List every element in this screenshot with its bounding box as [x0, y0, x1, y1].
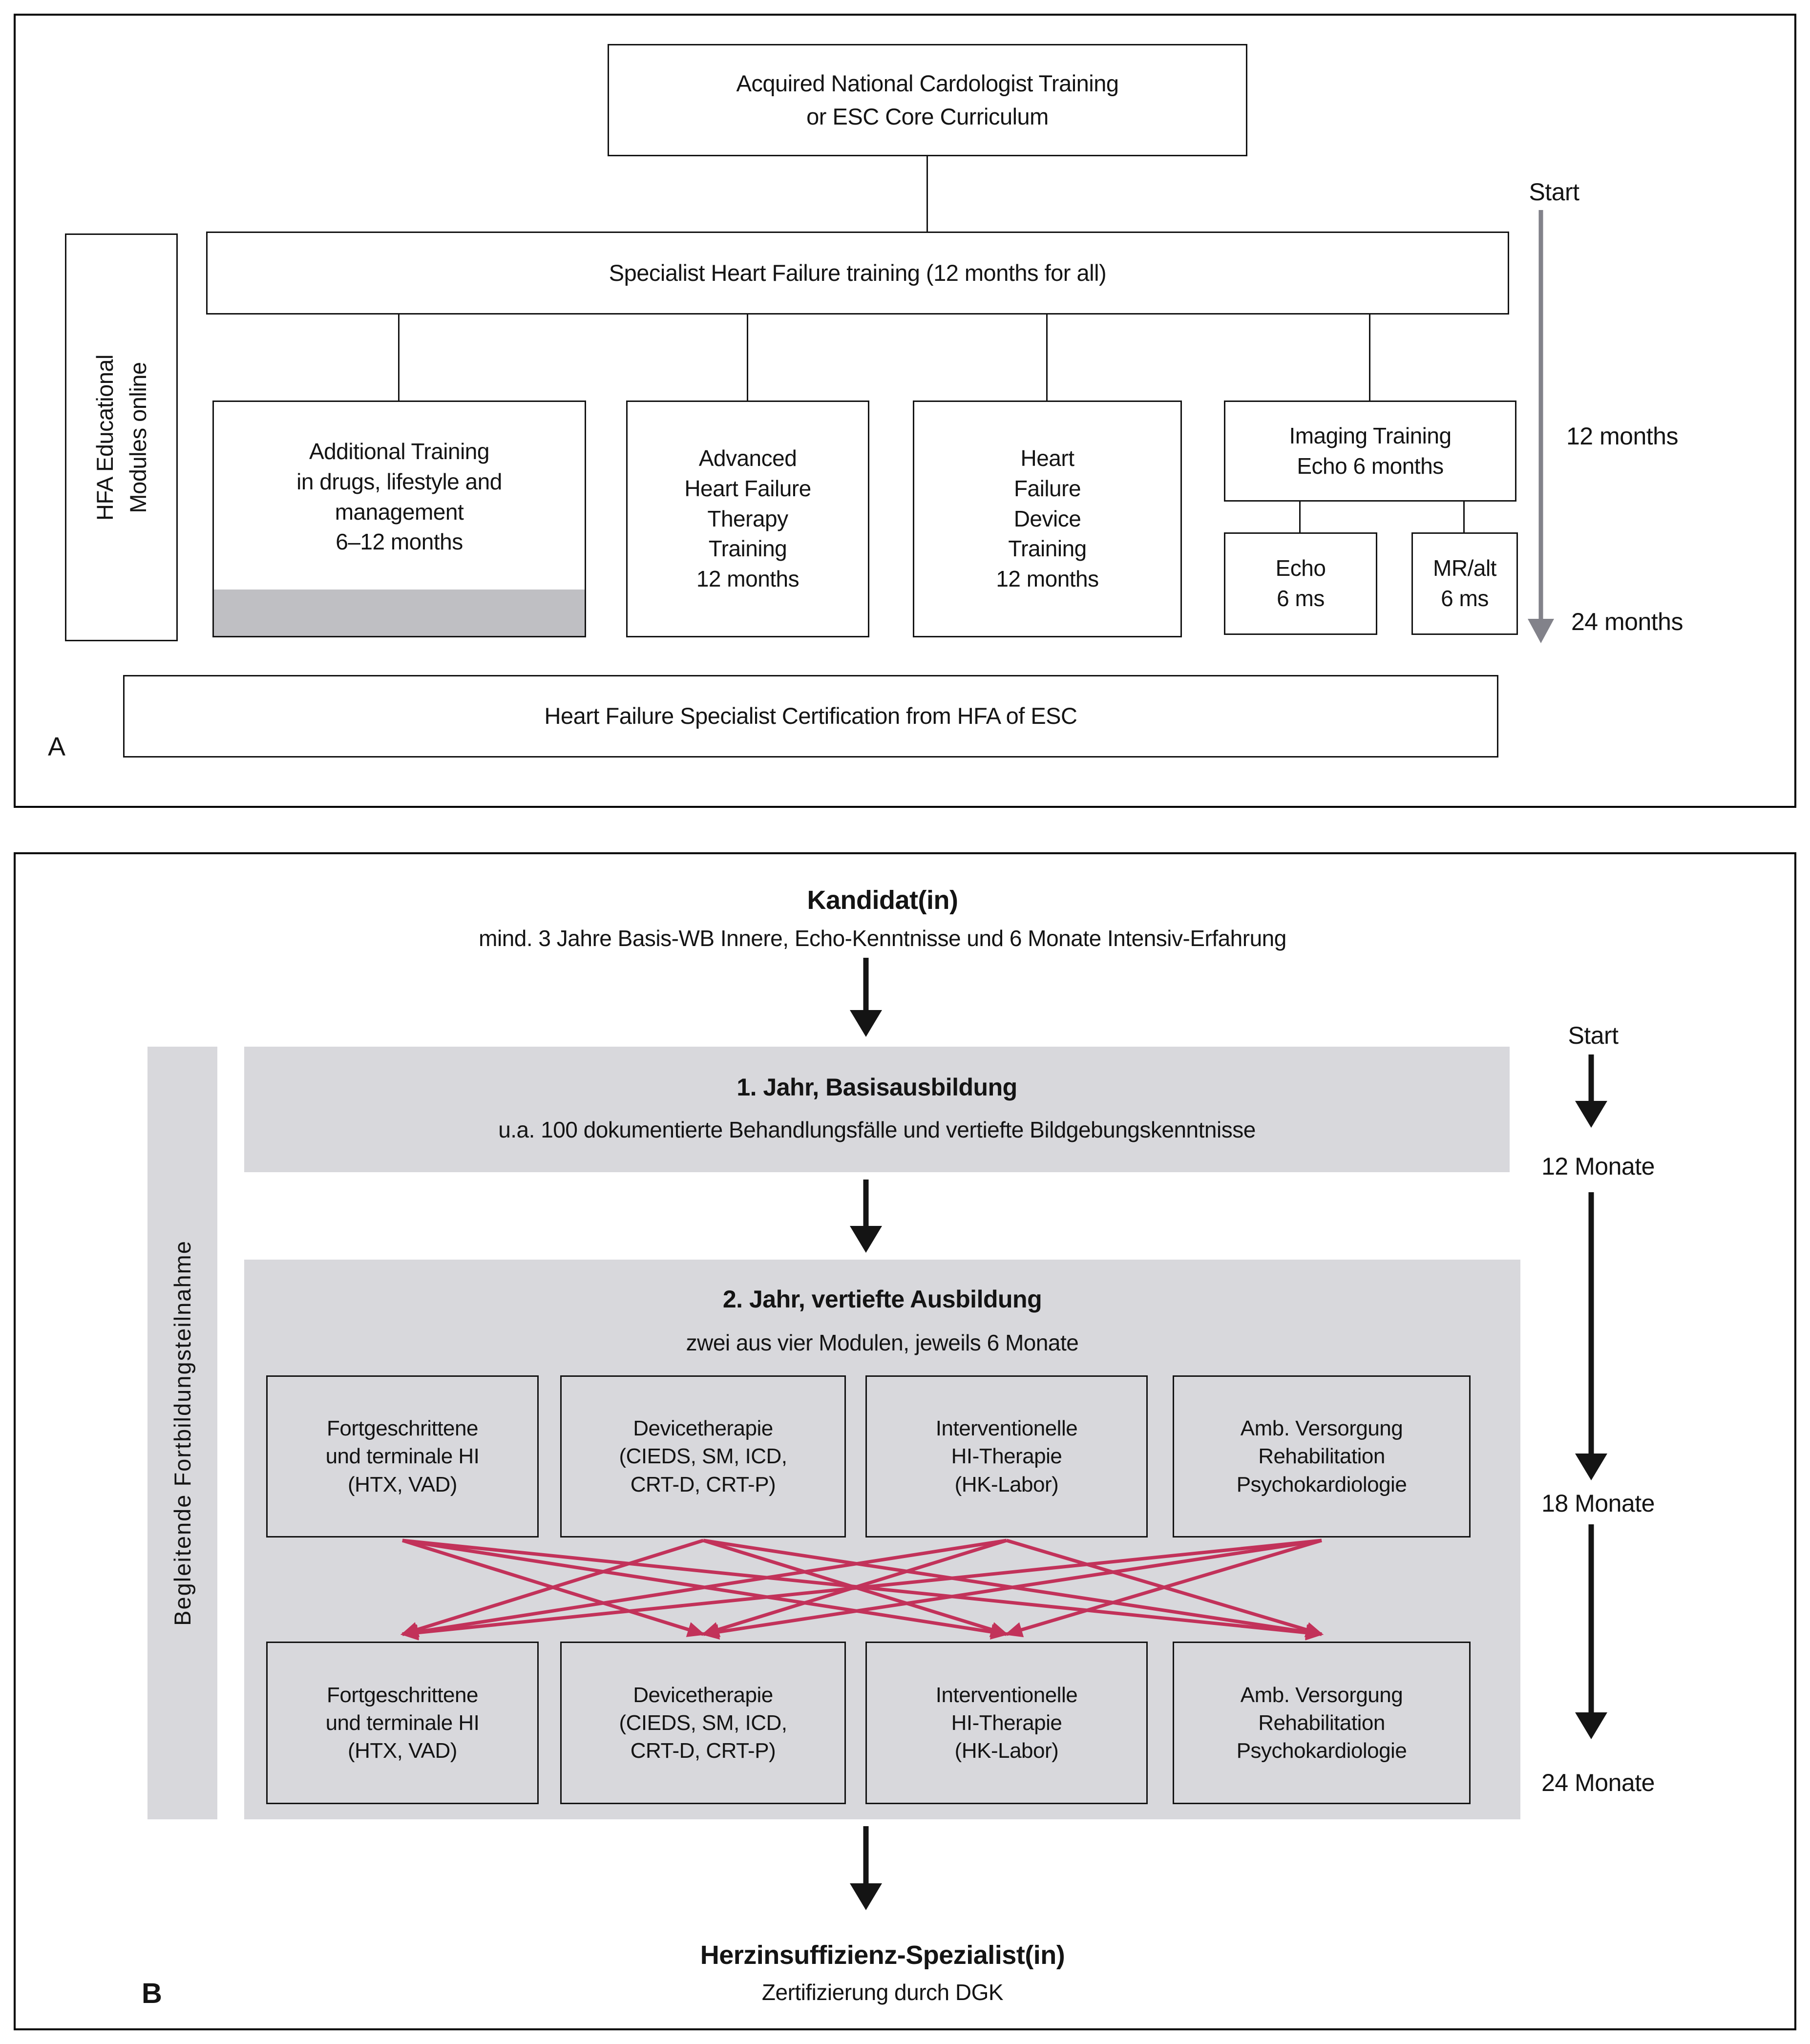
year2-title: 2. Jahr, vertiefte Ausbildung: [722, 1285, 1042, 1313]
year1-subtitle: u.a. 100 dokumentierte Behandlungsfälle …: [498, 1117, 1256, 1142]
24-months-label: 24 months: [1571, 608, 1683, 635]
acquired-training-box: Acquired National Cardologist Training o…: [608, 44, 1247, 156]
arrow-head: [850, 1010, 882, 1037]
arrow-head: [1575, 1101, 1607, 1128]
arrow-shaft: [1538, 210, 1543, 621]
hfa-modules-box: HFA Educational Modules online: [65, 233, 178, 641]
arrow-shaft: [1588, 1524, 1594, 1715]
year2-box: 2. Jahr, vertiefte Ausbildung zwei aus v…: [244, 1260, 1520, 1819]
gray-strip: [214, 590, 585, 636]
result-title: Herzinsuffizienz-Spezialist(in): [700, 1940, 1065, 1970]
start-label-a: Start: [1529, 178, 1579, 206]
arrow-head: [1575, 1712, 1607, 1739]
cross-arrows-svg: [400, 1538, 1324, 1641]
down-arrow-icon: [849, 1826, 883, 1910]
imaging-training-box: Imaging Training Echo 6 months: [1224, 400, 1516, 502]
specialist-training-box: Specialist Heart Failure training (12 mo…: [206, 232, 1509, 315]
timeline-arrow-gray-icon: [1526, 210, 1556, 643]
additional-training-label: Additional Training in drugs, lifestyle …: [296, 439, 502, 555]
module-box-interventionell: Interventionelle HI-Therapie (HK-Labor): [865, 1375, 1148, 1538]
connector-line: [1046, 315, 1048, 400]
module-box-advanced-hi: Fortgeschrittene und terminale HI (HTX, …: [266, 1375, 539, 1538]
module-box-amb-versorgung: Amb. Versorgung Rehabilitation Psychokar…: [1173, 1375, 1471, 1538]
kandidat-title: Kandidat(in): [807, 885, 958, 915]
certification-box: Heart Failure Specialist Certification f…: [123, 675, 1498, 758]
12-monate-label: 12 Monate: [1541, 1153, 1655, 1180]
connector-line: [1463, 502, 1465, 532]
module-box-devicetherapie: Devicetherapie (CIEDS, SM, ICD, CRT-D, C…: [560, 1375, 846, 1538]
year2-subtitle: zwei aus vier Modulen, jeweils 6 Monate: [686, 1330, 1079, 1355]
year1-box: 1. Jahr, Basisausbildung u.a. 100 dokume…: [244, 1047, 1510, 1172]
advanced-hf-therapy-box: Advanced Heart Failure Therapy Training …: [626, 400, 869, 637]
sidebar-label: Begleitende Fortbildungsteilnahme: [169, 1240, 195, 1626]
12-months-label: 12 months: [1566, 422, 1678, 450]
connector-line: [398, 315, 400, 400]
connector-line: [926, 156, 928, 232]
echo-box: Echo 6 ms: [1224, 532, 1377, 635]
arrow-shaft: [863, 958, 869, 1012]
arrow-head: [1575, 1454, 1607, 1480]
module-box-advanced-hi: Fortgeschrittene und terminale HI (HTX, …: [266, 1642, 539, 1804]
connector-line: [747, 315, 748, 400]
module-box-devicetherapie: Devicetherapie (CIEDS, SM, ICD, CRT-D, C…: [560, 1642, 846, 1804]
connector-line: [1369, 315, 1370, 400]
result-subtitle: Zertifizierung durch DGK: [761, 1980, 1004, 2005]
timeline-arrow-icon: [1574, 1524, 1608, 1739]
arrow-head: [1528, 619, 1554, 643]
arrow-head: [850, 1883, 882, 1910]
module-box-amb-versorgung: Amb. Versorgung Rehabilitation Psychokar…: [1173, 1642, 1471, 1804]
hf-device-training-box: Heart Failure Device Training 12 months: [913, 400, 1182, 637]
arrow-shaft: [863, 1180, 869, 1228]
sidebar-bar: Begleitende Fortbildungsteilnahme: [147, 1047, 217, 1819]
hfa-modules-label: HFA Educational Modules online: [91, 354, 151, 521]
panel-a: Acquired National Cardologist Training o…: [14, 14, 1796, 808]
panel-a-label: A: [48, 732, 65, 761]
arrow-head: [850, 1226, 882, 1253]
timeline-arrow-icon: [1574, 1054, 1608, 1128]
start-label-b: Start: [1568, 1022, 1619, 1049]
down-arrow-icon: [849, 1180, 883, 1253]
additional-training-box: Additional Training in drugs, lifestyle …: [212, 400, 586, 637]
year1-title: 1. Jahr, Basisausbildung: [737, 1074, 1017, 1101]
arrow-shaft: [1588, 1192, 1594, 1456]
panel-b-label: B: [142, 1978, 162, 2009]
24-monate-label: 24 Monate: [1541, 1769, 1655, 1796]
timeline-arrow-icon: [1574, 1192, 1608, 1480]
mr-alt-box: MR/alt 6 ms: [1411, 532, 1518, 635]
connector-line: [1299, 502, 1301, 532]
arrow-shaft: [1588, 1054, 1594, 1103]
down-arrow-icon: [849, 958, 883, 1037]
18-monate-label: 18 Monate: [1541, 1490, 1655, 1517]
kandidat-subtitle: mind. 3 Jahre Basis-WB Innere, Echo-Kenn…: [479, 926, 1286, 951]
panel-b: Kandidat(in) mind. 3 Jahre Basis-WB Inne…: [14, 852, 1796, 2030]
module-box-interventionell: Interventionelle HI-Therapie (HK-Labor): [865, 1642, 1148, 1804]
arrow-shaft: [863, 1826, 869, 1886]
